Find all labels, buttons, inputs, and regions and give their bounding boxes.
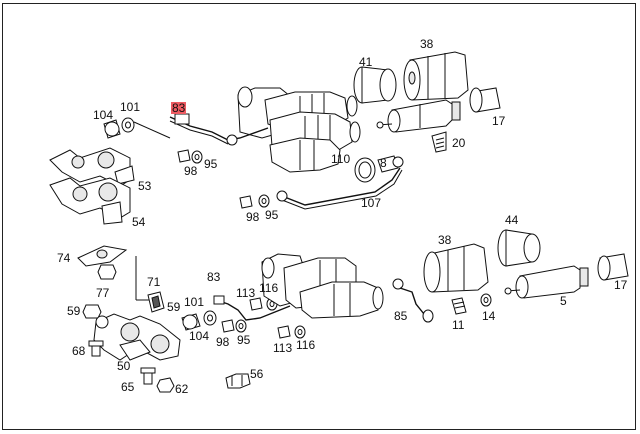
- part-62-nut: [156, 377, 175, 393]
- part-56-clip: [225, 373, 251, 389]
- part-74-bracket: [77, 245, 128, 267]
- label-20: 20: [452, 136, 466, 150]
- upper-pump-assembly: [237, 86, 361, 173]
- part-83-banjo-lower: [213, 295, 225, 305]
- part-38-fuel-filter-lower: [423, 243, 489, 293]
- label-83-highlighted[interactable]: 83: [171, 101, 187, 115]
- part-77-nut: [97, 264, 117, 280]
- label-110: 110: [331, 152, 351, 166]
- label-104-lower: 104: [189, 329, 210, 343]
- part-68-screw: [88, 340, 104, 357]
- label-11: 11: [452, 318, 465, 332]
- label-59-left: 59: [67, 304, 81, 318]
- part-85-line: [392, 278, 434, 323]
- label-41: 41: [359, 55, 373, 69]
- part-101-washer-upper: [121, 117, 135, 133]
- label-83-lower: 83: [207, 270, 221, 284]
- label-113-mid: 113: [236, 286, 256, 300]
- label-101-upper: 101: [120, 100, 141, 114]
- part-14-washer: [480, 293, 492, 307]
- label-98-lower: 98: [216, 335, 230, 349]
- diagram-frame: [2, 3, 636, 430]
- label-54: 54: [132, 215, 146, 229]
- part-110-clamp: [354, 155, 404, 183]
- part-20-damper: [431, 131, 447, 153]
- part-104-bolt-lower: [181, 313, 201, 331]
- part-107-fuel-line: [281, 167, 401, 206]
- part-98-95-mid: [239, 194, 270, 209]
- label-77: 77: [96, 286, 110, 300]
- label-14: 14: [482, 309, 496, 323]
- part-44-sleeve: [497, 229, 541, 267]
- label-116-low: 116: [296, 338, 316, 352]
- label-50: 50: [117, 359, 131, 373]
- label-56: 56: [250, 367, 264, 381]
- lower-hose: [215, 299, 291, 321]
- label-68: 68: [72, 344, 86, 358]
- label-17-lower: 17: [614, 278, 628, 292]
- part-65-screw: [140, 367, 156, 385]
- label-104-upper: 104: [93, 108, 114, 122]
- label-44: 44: [505, 213, 519, 227]
- label-71: 71: [147, 275, 161, 289]
- part-5-fuel-pump: [504, 265, 589, 299]
- label-74: 74: [57, 251, 71, 265]
- part-50-clamp-assembly: [93, 313, 181, 361]
- part-83-banjo-upper: [174, 113, 190, 125]
- label-62: 62: [175, 382, 189, 396]
- label-98-mid: 98: [246, 210, 260, 224]
- label-38-upper: 38: [420, 37, 434, 51]
- part-54-bracket: [49, 177, 131, 225]
- label-85: 85: [394, 309, 408, 323]
- part-53-bracket: [49, 147, 135, 187]
- label-95-upper: 95: [204, 157, 218, 171]
- label-38-lower: 38: [438, 233, 452, 247]
- lower-pump-assembly: [261, 253, 384, 319]
- label-95-mid: 95: [265, 208, 279, 222]
- label-98-upper: 98: [184, 164, 198, 178]
- part-98-95-lower: [221, 319, 247, 333]
- label-59-right: 59: [167, 300, 181, 314]
- part-104-bolt-upper: [103, 119, 121, 139]
- part-17-ring-lower: [597, 253, 629, 281]
- part-113-116-low: [277, 325, 306, 339]
- part-41-sleeve: [353, 66, 397, 104]
- label-101-lower: 101: [184, 295, 205, 309]
- label-113-low: 113: [273, 341, 293, 355]
- part-8-fuel-pump: [376, 99, 461, 133]
- part-59-nut-left: [82, 304, 102, 319]
- part-71-clip: [147, 291, 165, 313]
- label-53: 53: [138, 179, 152, 193]
- part-38-fuel-filter: [403, 51, 469, 101]
- part-17-ring: [469, 87, 501, 113]
- label-17-upper: 17: [492, 114, 506, 128]
- label-5: 5: [560, 294, 567, 308]
- part-11-fitting: [451, 297, 467, 315]
- part-101-washer-lower: [203, 310, 217, 326]
- label-8: 8: [380, 156, 387, 170]
- label-95-lower: 95: [237, 333, 251, 347]
- label-107: 107: [361, 196, 382, 210]
- part-98-95-upper: [177, 149, 203, 164]
- label-65: 65: [121, 380, 135, 394]
- label-116-mid: 116: [259, 281, 279, 295]
